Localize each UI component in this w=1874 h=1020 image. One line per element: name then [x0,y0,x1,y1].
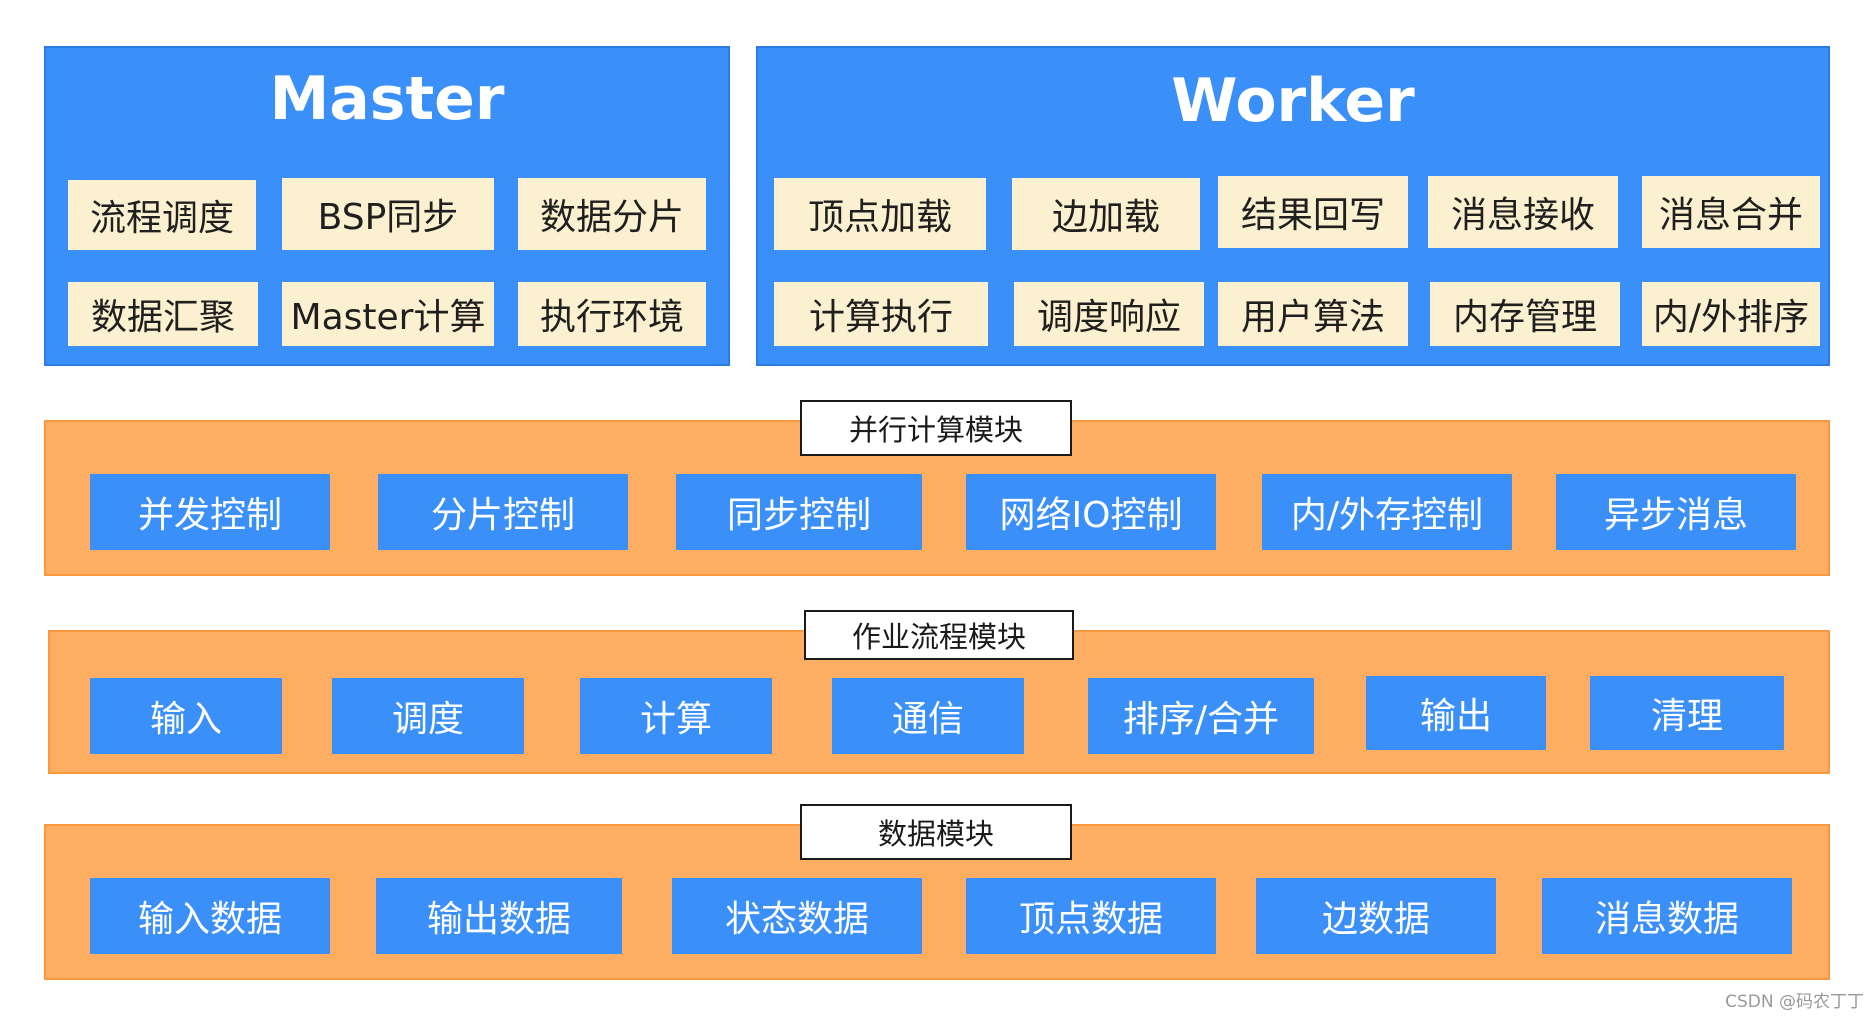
chip-memory-storage-control: 内/外存控制 [1262,474,1512,550]
parallel-compute-module-title: 并行计算模块 [800,400,1072,456]
master-item-data-sharding: 数据分片 [518,178,706,250]
master-item-process-scheduling: 流程调度 [68,180,256,250]
worker-item-user-algorithm: 用户算法 [1218,282,1408,346]
master-title: Master [269,64,505,134]
master-item-bsp-sync: BSP同步 [282,178,494,250]
job-flow-module-title: 作业流程模块 [804,610,1074,660]
worker-panel: Worker 顶点加载 边加载 结果回写 消息接收 消息合并 计算执行 调度响应… [756,46,1830,366]
worker-item-message-combine: 消息合并 [1642,176,1820,248]
chip-sort-merge: 排序/合并 [1088,678,1314,754]
chip-cleanup: 清理 [1590,676,1784,750]
chip-input-data: 输入数据 [90,878,330,954]
worker-item-message-receive: 消息接收 [1428,176,1618,248]
data-module-title: 数据模块 [800,804,1072,860]
chip-output: 输出 [1366,676,1546,750]
worker-item-vertex-loading: 顶点加载 [774,178,986,250]
chip-network-io-control: 网络IO控制 [966,474,1216,550]
chip-vertex-data: 顶点数据 [966,878,1216,954]
chip-async-message: 异步消息 [1556,474,1796,550]
master-item-execution-env: 执行环境 [518,282,706,346]
chip-sync-control: 同步控制 [676,474,922,550]
chip-communication: 通信 [832,678,1024,754]
chip-compute: 计算 [580,678,772,754]
chip-message-data: 消息数据 [1542,878,1792,954]
chip-state-data: 状态数据 [672,878,922,954]
chip-output-data: 输出数据 [376,878,622,954]
chip-concurrency-control: 并发控制 [90,474,330,550]
worker-item-result-writeback: 结果回写 [1218,176,1408,248]
worker-item-schedule-response: 调度响应 [1014,282,1204,346]
worker-title: Worker [1171,66,1415,136]
chip-input: 输入 [90,678,282,754]
chip-shard-control: 分片控制 [378,474,628,550]
master-panel: Master 流程调度 BSP同步 数据分片 数据汇聚 Master计算 执行环… [44,46,730,366]
master-item-master-compute: Master计算 [282,282,494,346]
worker-item-internal-external-sort: 内/外排序 [1642,282,1820,346]
master-item-data-aggregation: 数据汇聚 [68,282,258,346]
worker-item-memory-management: 内存管理 [1430,282,1620,346]
watermark: CSDN @码农丁丁 [1725,992,1864,1012]
chip-edge-data: 边数据 [1256,878,1496,954]
worker-item-compute-execution: 计算执行 [774,282,988,346]
chip-scheduling: 调度 [332,678,524,754]
worker-item-edge-loading: 边加载 [1012,178,1200,250]
